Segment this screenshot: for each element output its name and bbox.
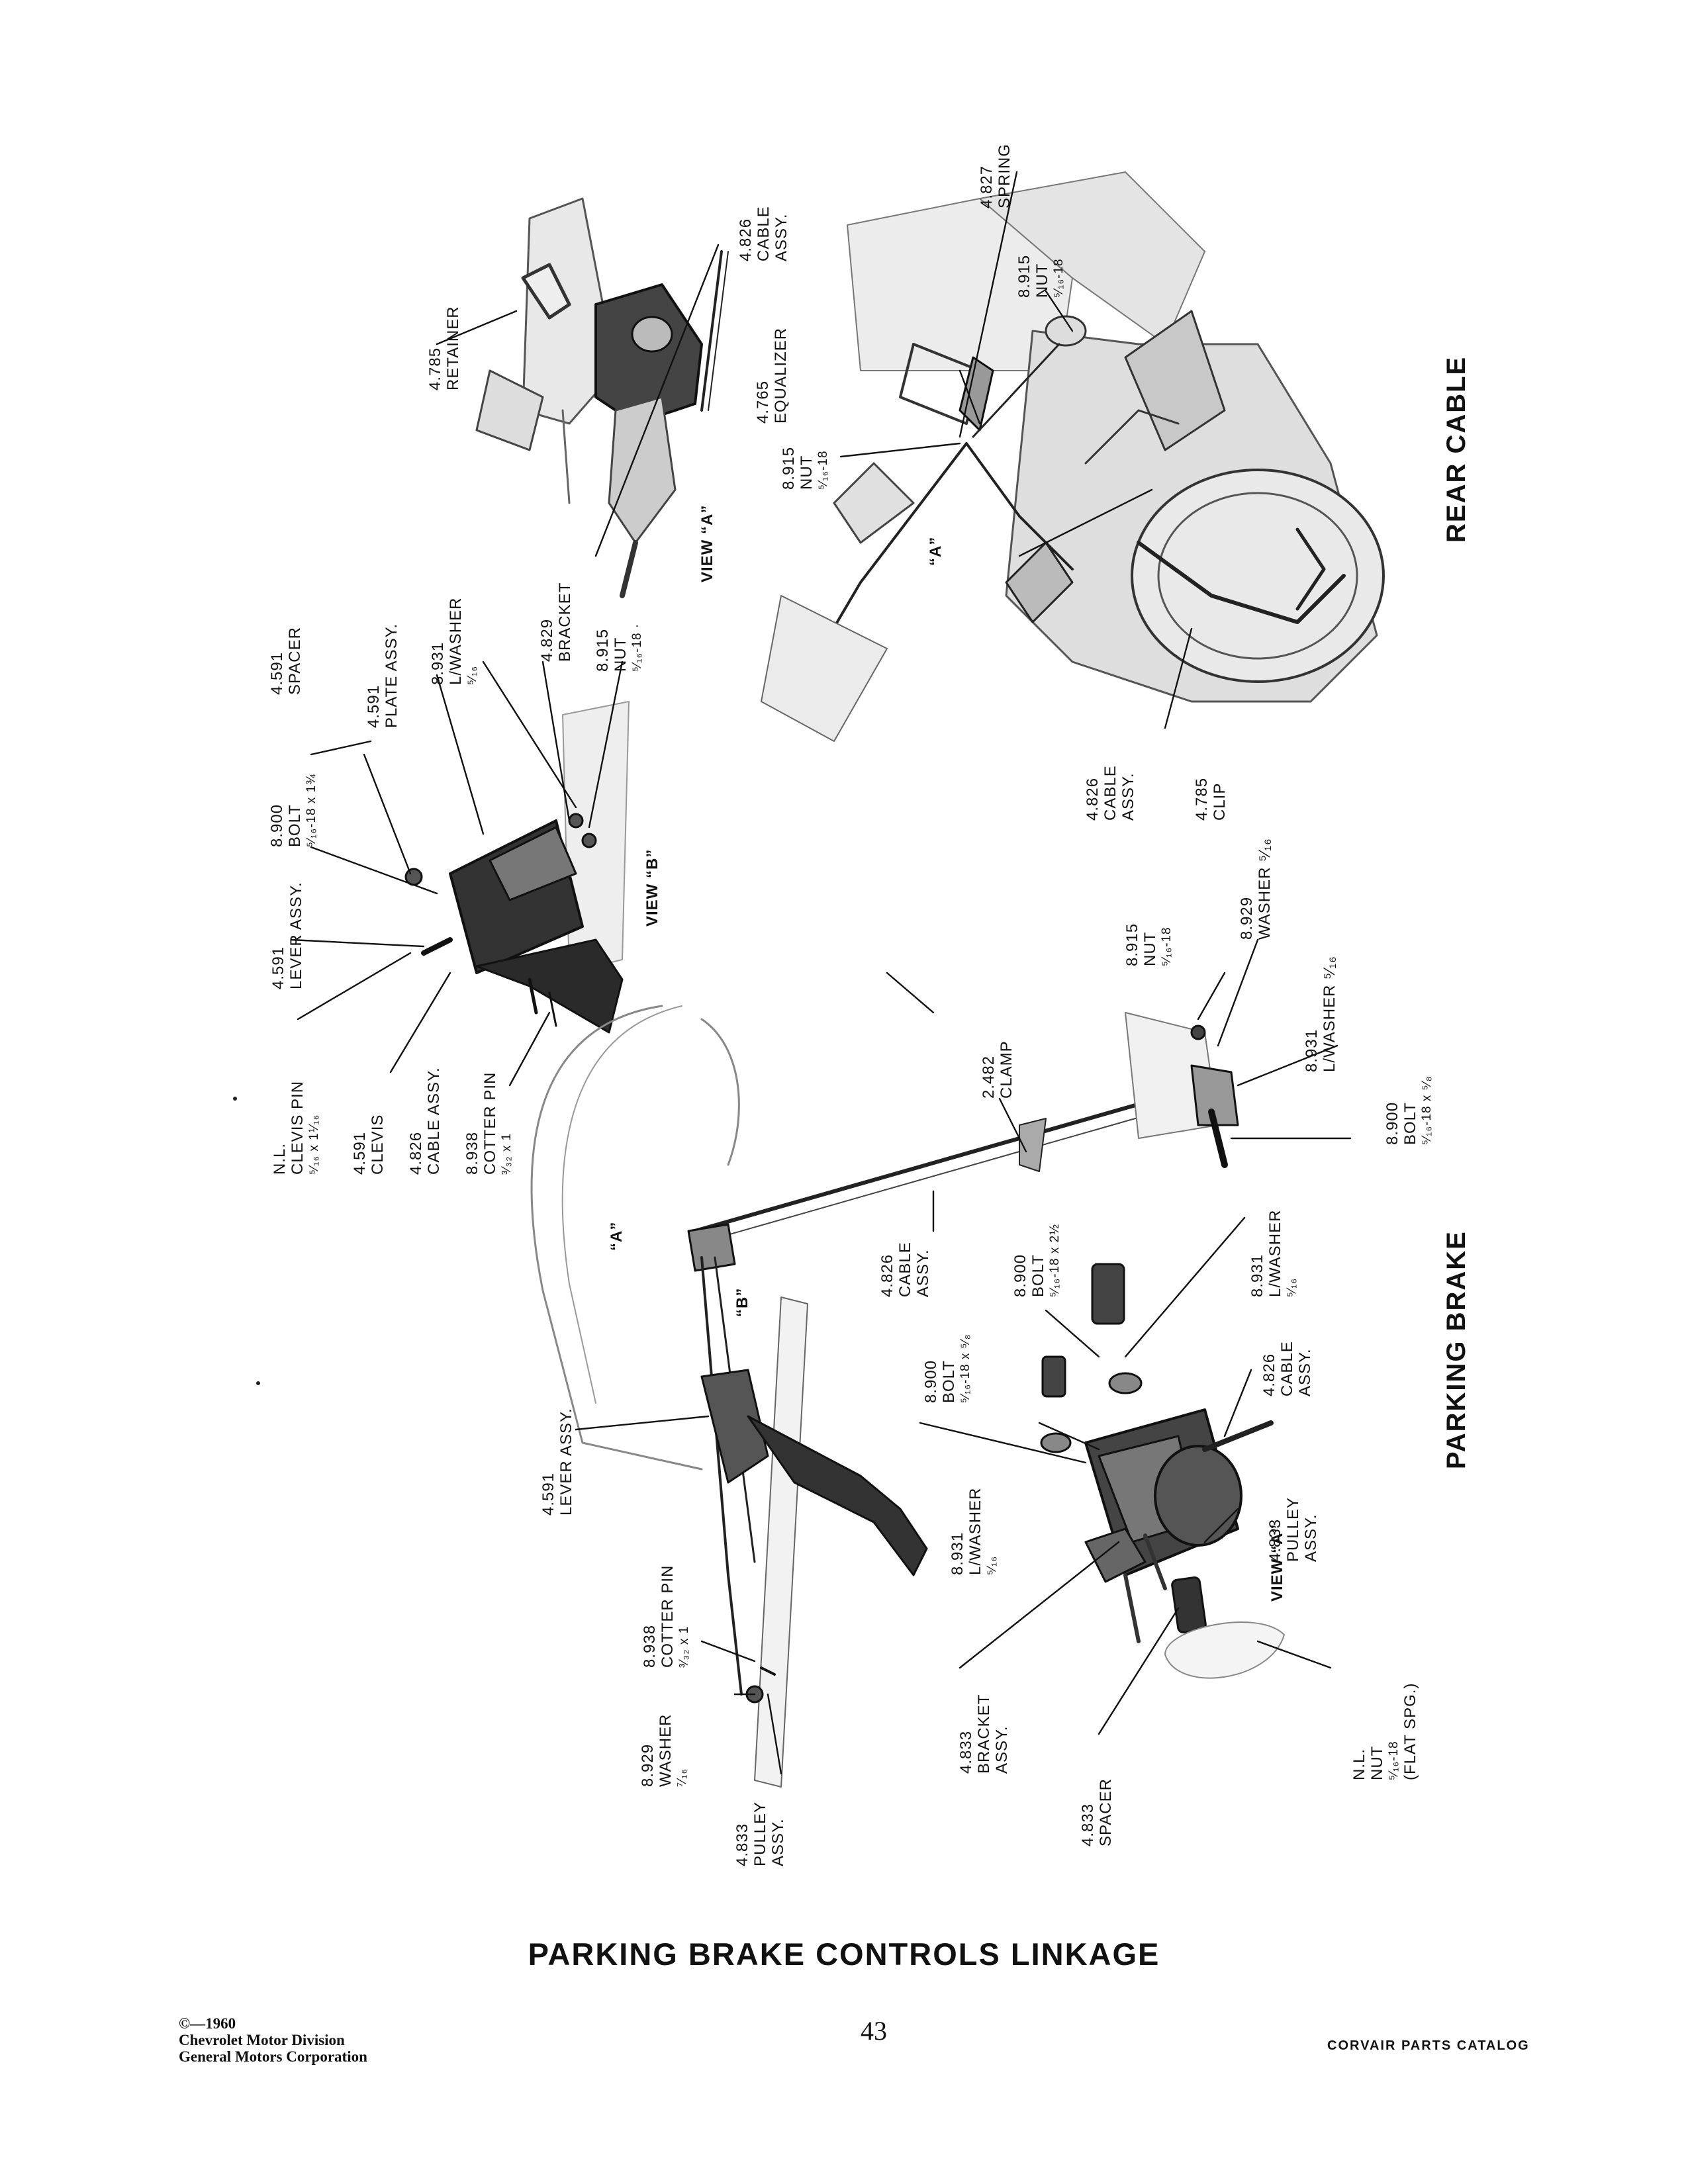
- rear-cable-illustration: [761, 171, 1385, 742]
- main-linkage-illustration: [530, 1005, 1239, 1788]
- view-b-caption: VIEW “B”: [643, 848, 661, 927]
- view-a-bottom-caption: VIEW “A”: [1268, 1524, 1286, 1602]
- marker-a-main: “A”: [608, 1221, 626, 1251]
- section-rear-cable: REAR CABLE: [1442, 355, 1471, 543]
- marker-b: “B”: [733, 1287, 751, 1317]
- leader-lines: [290, 171, 1352, 1775]
- view-a-top-illustration: [475, 197, 729, 598]
- footer-corporation: General Motors Corporation: [179, 2048, 367, 2065]
- view-b-illustration: [404, 701, 630, 1034]
- footer-copyright-block: ©—1960 Chevrolet Motor Division General …: [179, 2015, 367, 2065]
- footer-division: Chevrolet Motor Division: [179, 2032, 345, 2048]
- marker-a-rear: “A”: [927, 536, 945, 566]
- page-number: 43: [861, 2016, 887, 2046]
- footer-copyright: ©—1960: [179, 2015, 236, 2032]
- view-a-bottom-illustration: [1040, 1263, 1285, 1679]
- section-parking-brake: PARKING BRAKE: [1442, 1230, 1471, 1469]
- page-title: PARKING BRAKE CONTROLS LINKAGE: [528, 1936, 1160, 1972]
- view-a-top-caption: VIEW “A”: [698, 504, 716, 582]
- footer-catalog-name: CORVAIR PARTS CATALOG: [1327, 2038, 1530, 2053]
